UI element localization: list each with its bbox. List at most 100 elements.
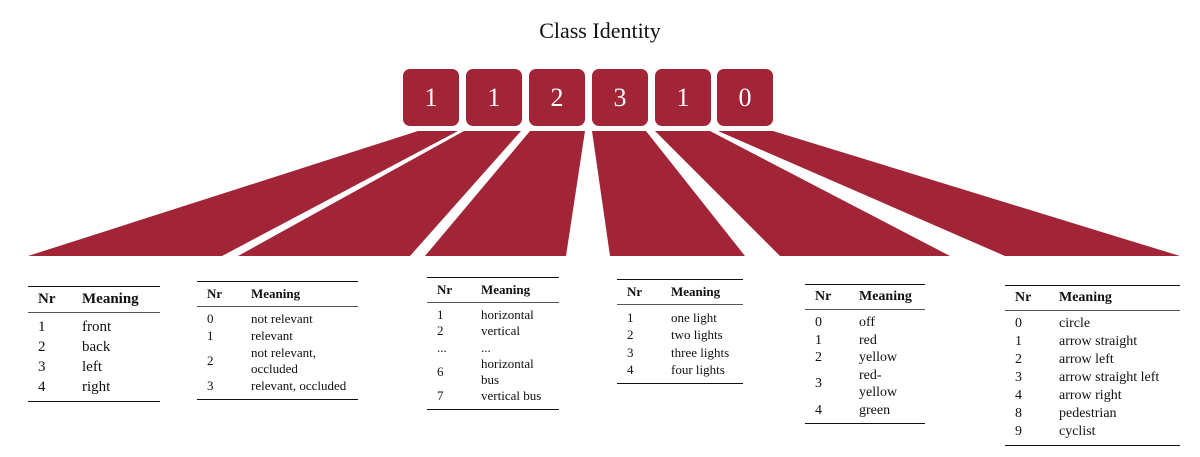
nr-cell: 2 — [627, 327, 634, 343]
column-header: Nr — [617, 280, 661, 305]
nr-cell: 0 — [815, 315, 822, 330]
nr-cell: 9 — [1015, 424, 1022, 440]
meaning-cell: arrow straight left — [1059, 370, 1160, 386]
nr-cell: 3 — [1015, 370, 1022, 386]
column-header: Nr — [1005, 286, 1049, 311]
digit-box-1: 1 — [403, 69, 459, 126]
nr-cell: 3 — [627, 344, 634, 360]
connector-band-2 — [238, 131, 521, 256]
nr-cell: 7 — [437, 388, 444, 404]
table-row: 2 back — [28, 337, 160, 357]
nr-cell: 3 — [38, 358, 46, 375]
nr-cell: 4 — [627, 362, 634, 378]
table-row: 1 red — [805, 332, 925, 350]
table-row: 7 vertical bus — [427, 388, 559, 408]
nr-cell: 1 — [815, 332, 822, 348]
meaning-cell: left — [82, 358, 102, 375]
digit-box-5: 1 — [655, 69, 711, 126]
column-header: Meaning — [72, 287, 160, 313]
table-row: 2 not relevant, occluded — [197, 345, 358, 378]
nr-cell: 1 — [207, 328, 214, 344]
meaning-cell: vertical — [481, 323, 520, 339]
nr-cell: 4 — [815, 402, 822, 418]
meaning-cell: one light — [671, 309, 717, 325]
meaning-cell: relevant, occluded — [251, 377, 347, 393]
nr-cell: 4 — [38, 378, 46, 395]
nr-cell: 4 — [1015, 388, 1022, 404]
meaning-cell: red — [859, 332, 877, 348]
meaning-cell: vertical bus — [481, 388, 542, 404]
meaning-cell: right — [82, 378, 111, 395]
nr-cell: 2 — [437, 323, 444, 339]
nr-cell: 2 — [38, 338, 46, 355]
table-row: 4 four lights — [617, 362, 743, 384]
meaning-cell: red-yellow — [859, 367, 898, 401]
nr-cell: 2 — [207, 353, 214, 369]
meaning-cell: not relevant — [251, 311, 313, 327]
table-row: 3 three lights — [617, 344, 743, 362]
nr-cell: 1 — [437, 307, 444, 322]
nr-cell: 0 — [1015, 316, 1022, 332]
meaning-cell: cyclist — [1059, 424, 1096, 440]
column-header: Nr — [805, 285, 849, 310]
column-header: Meaning — [849, 285, 925, 310]
column-header: Meaning — [661, 280, 743, 305]
nr-cell: 3 — [815, 376, 822, 392]
table-row: 1 arrow straight — [1005, 333, 1180, 351]
table-row: 1 relevant — [197, 328, 358, 345]
digit-box-2: 1 — [466, 69, 522, 126]
digit-box-4: 3 — [592, 69, 648, 126]
connector-band-5 — [655, 131, 950, 256]
meaning-cell: arrow left — [1059, 352, 1114, 368]
column-header: Nr — [427, 278, 471, 303]
meaning-cell: four lights — [671, 362, 725, 378]
meaning-cell: back — [82, 338, 111, 355]
nr-cell: 8 — [1015, 406, 1022, 422]
meaning-cell: ... — [481, 339, 491, 355]
meaning-cell: off — [859, 315, 876, 330]
meaning-cell: three lights — [671, 344, 730, 360]
meaning-cell: front — [82, 318, 112, 335]
table-row: 2 two lights — [617, 327, 743, 345]
nr-cell: 2 — [1015, 352, 1022, 368]
meaning-cell: pedestrian — [1059, 406, 1117, 422]
diagram-title: Class Identity — [539, 18, 661, 43]
meaning-cell: yellow — [859, 350, 898, 365]
nr-cell: 3 — [207, 377, 214, 393]
column-header: Meaning — [1049, 286, 1180, 311]
table-row: 3 left — [28, 357, 160, 377]
nr-cell: 6 — [437, 363, 444, 379]
meaning-cell: green — [859, 402, 891, 418]
meaning-cell: arrow straight — [1059, 334, 1138, 350]
column-header: Meaning — [471, 278, 559, 303]
meaning-cell: two lights — [671, 327, 723, 343]
meaning-cell: not relevant, occluded — [251, 345, 316, 377]
column-header: Nr — [28, 287, 72, 313]
meaning-cell: relevant — [251, 328, 293, 344]
table-row: 3 red-yellow — [805, 367, 925, 402]
table-row: 9 cyclist — [1005, 423, 1180, 445]
connector-band-1 — [28, 131, 458, 256]
nr-cell: ... — [437, 339, 447, 355]
table-row: 4 green — [805, 402, 925, 424]
table-row: ...... — [427, 340, 559, 356]
table-row: 2 vertical — [427, 323, 559, 339]
nr-cell: 1 — [1015, 334, 1022, 350]
digit-box-6: 0 — [717, 69, 773, 126]
table-row: 0 off — [805, 310, 925, 332]
table-row: 3 arrow straight left — [1005, 369, 1180, 387]
